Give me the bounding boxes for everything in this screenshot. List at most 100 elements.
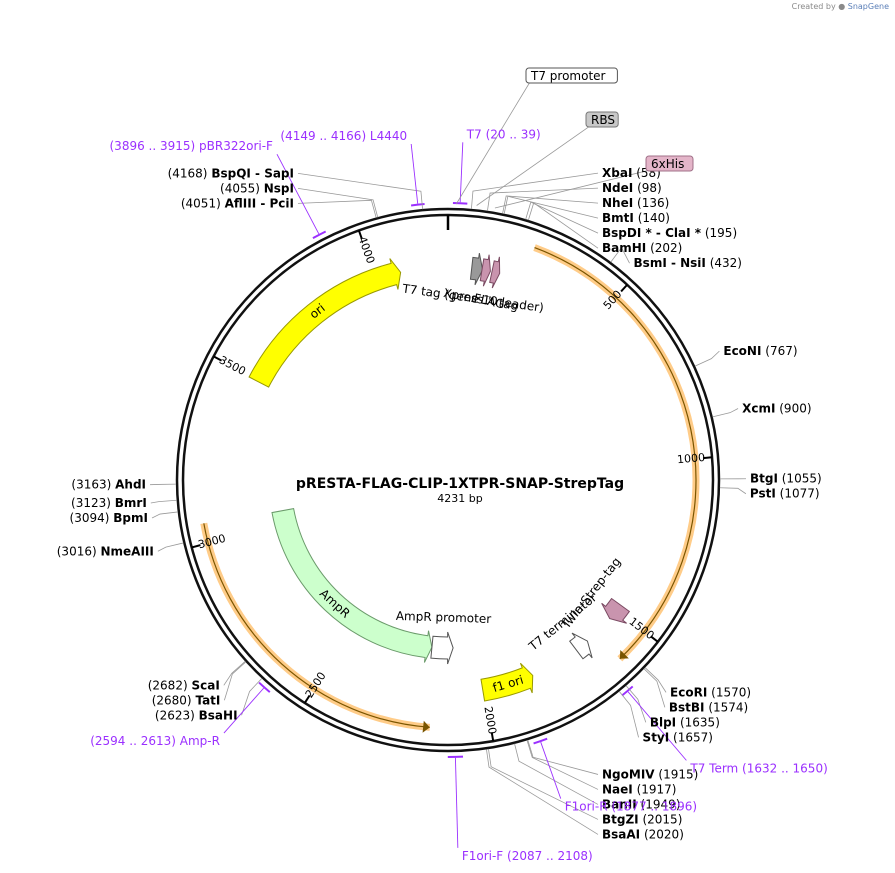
primer-mark-l4440 bbox=[410, 202, 425, 207]
primer-t7[interactable]: T7 (20 .. 39) bbox=[466, 127, 541, 141]
primer-f1ori-f[interactable]: F1ori-F (2087 .. 2108) bbox=[462, 849, 593, 863]
leader-line bbox=[526, 740, 599, 790]
enzyme-position: (2020) bbox=[644, 827, 684, 841]
enzyme-site-tati[interactable]: (2680) TatI bbox=[152, 693, 221, 707]
enzyme-position: (195) bbox=[705, 226, 737, 240]
enzyme-name: AflIII - PciI bbox=[225, 196, 294, 210]
feature-ampr-promoter[interactable] bbox=[430, 631, 454, 665]
primer-f1ori-r[interactable]: F1ori-R (1877 .. 1896) bbox=[565, 800, 697, 814]
box-rbs[interactable] bbox=[585, 111, 619, 128]
primer-pbr322ori-f[interactable]: (3896 .. 3915) pBR322ori-F bbox=[110, 139, 274, 153]
enzyme-site-afliii-pcii[interactable]: (4051) AflIII - PciI bbox=[181, 196, 294, 210]
leader-line bbox=[223, 661, 247, 701]
enzyme-name: NgoMIV bbox=[602, 767, 655, 781]
primer-leader bbox=[276, 153, 320, 235]
enzyme-site-styi[interactable]: StyI (1657) bbox=[643, 730, 713, 744]
primer-mark-f1ori-r bbox=[533, 737, 548, 745]
snapgene-logo-icon: ● bbox=[838, 2, 846, 11]
enzyme-site-ngomiv[interactable]: NgoMIV (1915) bbox=[602, 767, 698, 781]
enzyme-position: (1077) bbox=[780, 487, 820, 501]
box-label-6xhis: 6xHis bbox=[651, 157, 684, 171]
enzyme-site-bmri[interactable]: (3123) BmrI bbox=[71, 496, 147, 510]
enzyme-site-nspi[interactable]: (4055) NspI bbox=[220, 181, 294, 195]
feature-twin-strep-tag[interactable] bbox=[601, 597, 631, 624]
primer-l4440[interactable]: (4149 .. 4166) L4440 bbox=[280, 129, 407, 143]
feature-xpress-tag[interactable] bbox=[479, 254, 491, 287]
tick-label: 1000 bbox=[677, 451, 706, 466]
leader-line bbox=[694, 350, 720, 367]
map-length: 4231 bp bbox=[437, 492, 482, 505]
leader-line bbox=[157, 542, 184, 552]
primer-amp-r[interactable]: (2594 .. 2613) Amp-R bbox=[90, 734, 220, 748]
enzyme-site-scai[interactable]: (2682) ScaI bbox=[148, 678, 220, 692]
tick-mark bbox=[650, 635, 659, 643]
enzyme-site-ndei[interactable]: NdeI (98) bbox=[602, 181, 662, 195]
enzyme-site-ecori[interactable]: EcoRI (1570) bbox=[670, 685, 751, 699]
tick-mark bbox=[357, 230, 363, 240]
enzyme-site-bmti[interactable]: BmtI (140) bbox=[602, 211, 670, 225]
enzyme-site-nmeaiii[interactable]: (3016) NmeAIII bbox=[57, 544, 154, 558]
enzyme-site-naei[interactable]: NaeI (1917) bbox=[602, 782, 676, 796]
enzyme-name: BanII bbox=[602, 797, 637, 811]
leader-line bbox=[527, 202, 599, 249]
feature-label-flag: FLAG bbox=[472, 291, 506, 312]
enzyme-position: (4051) bbox=[181, 196, 221, 210]
enzyme-name: BsaHI bbox=[199, 708, 238, 722]
box-t7-promoter[interactable] bbox=[525, 67, 618, 84]
leader-line bbox=[151, 511, 178, 519]
enzyme-position: (432) bbox=[710, 256, 742, 270]
enzyme-position: (1657) bbox=[673, 730, 713, 744]
feature-f1-ori[interactable] bbox=[480, 662, 534, 702]
box-label-rbs: RBS bbox=[591, 113, 615, 127]
leader-line bbox=[644, 667, 667, 693]
enzyme-site-btgzi[interactable]: BtgZI (2015) bbox=[602, 812, 682, 826]
enzyme-position: (900) bbox=[779, 402, 811, 416]
tick-label: 2000 bbox=[481, 705, 499, 735]
enzyme-position: (2682) bbox=[148, 678, 188, 692]
tick-mark bbox=[490, 732, 495, 742]
enzyme-position: (1055) bbox=[782, 472, 822, 486]
enzyme-site-bpmi[interactable]: (3094) BpmI bbox=[70, 511, 148, 525]
enzyme-site-bstbi[interactable]: BstBI (1574) bbox=[669, 700, 748, 714]
enzyme-site-bspdi-clai[interactable]: BspDI * - ClaI * (195) bbox=[602, 226, 737, 240]
enzyme-site-econi[interactable]: EcoNI (767) bbox=[723, 344, 797, 358]
enzyme-site-bsmi-nsii[interactable]: BsmI - NsiI (432) bbox=[634, 256, 742, 270]
enzyme-site-nhei[interactable]: NheI (136) bbox=[602, 196, 669, 210]
leader-layer bbox=[150, 81, 747, 848]
feature-ampr[interactable] bbox=[271, 507, 433, 663]
tick-label: 3500 bbox=[217, 353, 248, 378]
enzyme-site-psti[interactable]: PstI (1077) bbox=[750, 487, 820, 501]
box-6xhis[interactable] bbox=[645, 155, 694, 172]
enzyme-site-bsahi[interactable]: (2623) BsaHI bbox=[155, 708, 238, 722]
enzyme-site-bamhi[interactable]: BamHI (202) bbox=[602, 241, 682, 255]
enzyme-site-btgi[interactable]: BtgI (1055) bbox=[750, 472, 822, 486]
enzyme-name: BsaAI bbox=[602, 827, 640, 841]
enzyme-name: NmeAIII bbox=[100, 544, 153, 558]
enzyme-position: (1915) bbox=[658, 767, 698, 781]
leader-line bbox=[712, 408, 739, 418]
enzyme-site-xcmi[interactable]: XcmI (900) bbox=[742, 402, 811, 416]
primer-mark-pbr322ori-f bbox=[312, 230, 327, 240]
leader-line bbox=[471, 172, 599, 210]
enzyme-name: BspQI - SapI bbox=[211, 166, 294, 180]
leader-line bbox=[223, 660, 246, 686]
label-layer: XbaI (58)NdeI (98)NheI (136)BmtI (140)Bs… bbox=[57, 67, 828, 863]
enzyme-site-bspqi-sapi[interactable]: (4168) BspQI - SapI bbox=[168, 166, 294, 180]
enzyme-site-blpi[interactable]: BlpI (1635) bbox=[650, 715, 720, 729]
enzyme-position: (3094) bbox=[70, 511, 110, 525]
tick-mark bbox=[702, 456, 713, 460]
feature-t7-tag-gene-10-leader[interactable] bbox=[469, 253, 484, 286]
enzyme-name: BmtI bbox=[602, 211, 634, 225]
credit-text: Created by bbox=[791, 2, 836, 11]
feature-label-ampr-promoter: AmpR promoter bbox=[396, 609, 492, 626]
primer-t7-term[interactable]: T7 Term (1632 .. 1650) bbox=[689, 761, 827, 775]
enzyme-site-banii[interactable]: BanII (1949) bbox=[602, 797, 680, 811]
enzyme-site-bsaai[interactable]: BsaAI (2020) bbox=[602, 827, 684, 841]
enzyme-site-ahdi[interactable]: (3163) AhdI bbox=[71, 478, 146, 492]
feature-ori[interactable] bbox=[248, 258, 402, 388]
feature-flag[interactable] bbox=[489, 256, 501, 289]
leader-line bbox=[610, 246, 630, 264]
feature-t7-terminator[interactable] bbox=[569, 632, 593, 660]
enzyme-position: (1949) bbox=[641, 797, 681, 811]
